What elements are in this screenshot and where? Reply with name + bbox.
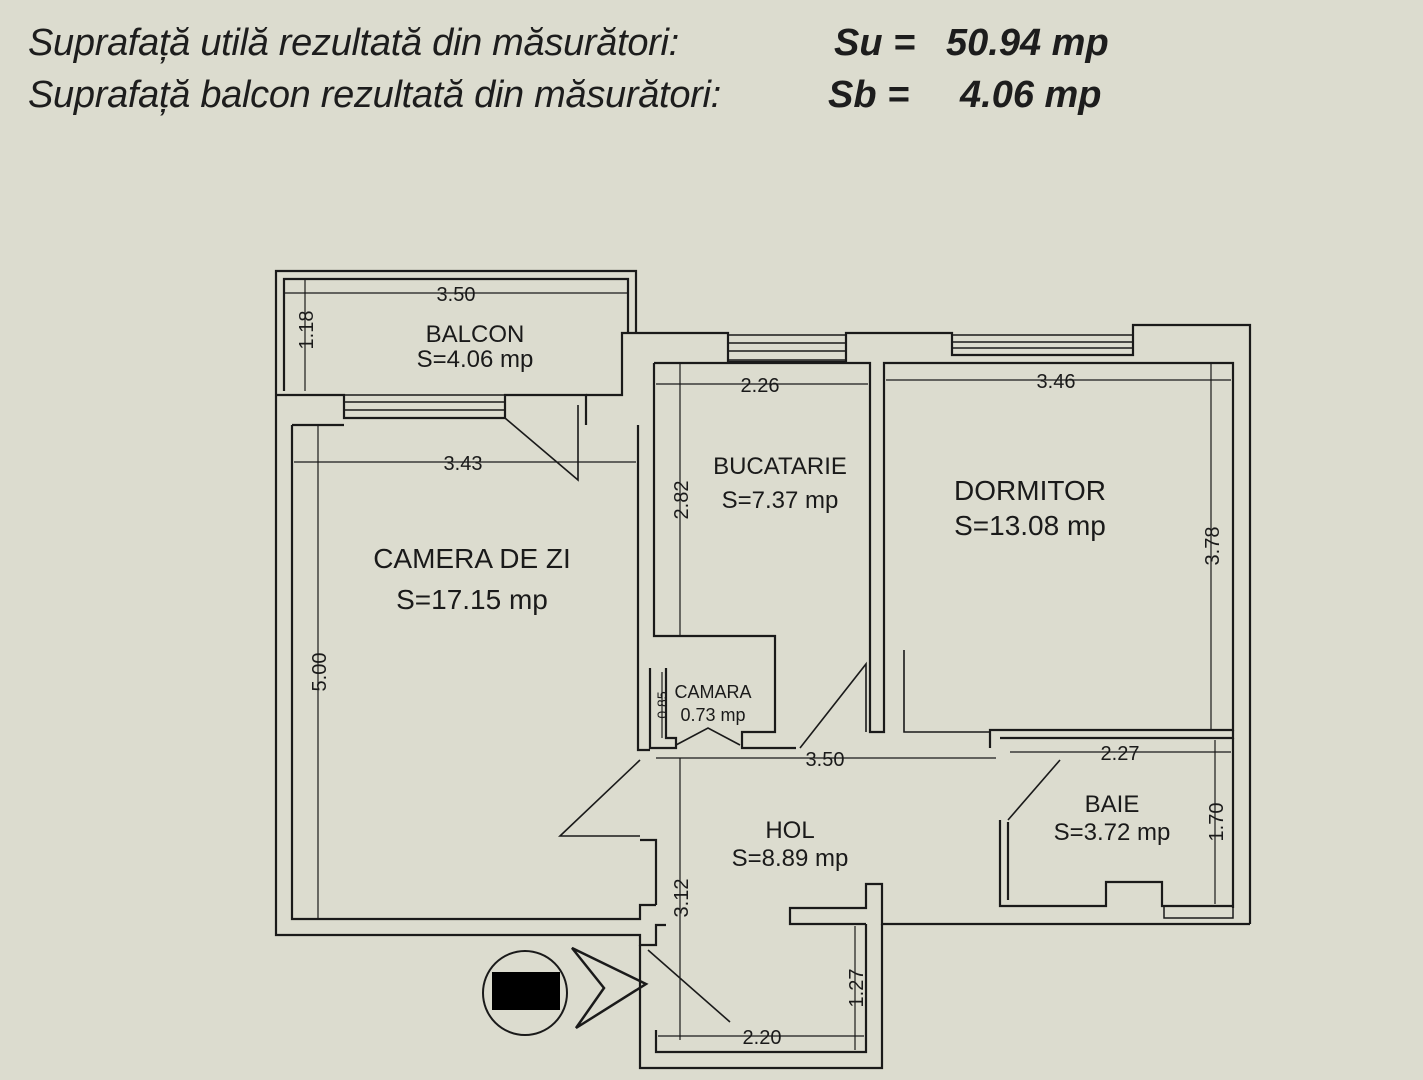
entry-inner-wall: [654, 924, 868, 1054]
bucatarie-name: BUCATARIE: [713, 453, 847, 480]
door-swings: [504, 405, 1061, 1023]
balcony-area-label: Suprafață balcon rezultată din măsurător…: [28, 74, 721, 116]
dim-camera-depth: 5.00: [309, 653, 331, 692]
dimension-labels: 3.50 1.18 3.43 5.00 2.26 2.82 3.46 3.78 …: [296, 284, 1228, 1049]
hol-area: S=8.89 mp: [732, 845, 849, 872]
usable-area-line: Suprafață utilă rezultată din măsurători…: [28, 22, 1109, 65]
north-arrow-symbol: [482, 946, 649, 1036]
windows: [343, 334, 1234, 919]
bath-window: [1163, 905, 1234, 919]
pantry-door: [675, 727, 741, 746]
dim-dormitor-width: 3.46: [1037, 371, 1076, 393]
entry-outer-wall: [638, 924, 884, 1070]
kitchen-left-wall: [652, 363, 796, 750]
dim-dormitor-depth: 3.78: [1202, 527, 1224, 566]
bedroom-window: [951, 334, 1134, 356]
dim-entry-width: 2.20: [743, 1027, 782, 1049]
usable-area-label: Suprafață utilă rezultată din măsurători…: [28, 22, 679, 64]
bottom-wall: [788, 882, 1250, 926]
room-labels: BALCON S=4.06 mp CAMERA DE ZI S=17.15 mp…: [373, 321, 1170, 872]
hol-left-wall: [640, 838, 658, 905]
dim-baie-width: 2.27: [1101, 743, 1140, 765]
balcony-outline-inner: [282, 277, 630, 391]
balcony-outline: [274, 269, 638, 395]
living-door: [557, 759, 641, 837]
dim-hol-depth: 3.12: [671, 879, 693, 918]
dormitor-name: DORMITOR: [954, 475, 1106, 506]
kitchen-door: [799, 661, 867, 749]
living-window: [343, 394, 506, 419]
bath-door: [1007, 759, 1061, 821]
camara-name: CAMARA: [674, 682, 751, 702]
balcon-name: BALCON: [426, 321, 525, 348]
entry-door: [647, 949, 731, 1023]
living-outer-wall: [274, 395, 666, 947]
living-inner-wall: [290, 425, 656, 921]
usable-area-value: 50.94 mp: [946, 22, 1109, 64]
dim-baie-depth: 1.70: [1206, 803, 1228, 842]
usable-area-symbol: Su =: [834, 22, 916, 64]
dim-hol-width: 3.50: [806, 749, 845, 771]
balcony-door: [504, 405, 579, 482]
walls: [274, 269, 1252, 1070]
dim-balcon-depth: 1.18: [296, 311, 318, 350]
kitchen-corner: [586, 331, 636, 397]
camera-area: S=17.15 mp: [396, 584, 548, 615]
dim-bucatarie-width: 2.26: [741, 375, 780, 397]
balcony-area-symbol: Sb =: [828, 74, 910, 116]
living-right-wall: [636, 425, 650, 752]
camera-name: CAMERA DE ZI: [373, 543, 571, 574]
baie-name: BAIE: [1085, 791, 1140, 818]
camara-area: 0.73 mp: [680, 705, 745, 725]
dim-entry-depth: 1.27: [846, 969, 868, 1008]
bucatarie-area: S=7.37 mp: [722, 487, 839, 514]
interior-walls: [654, 361, 1235, 748]
dim-balcon-width: 3.50: [437, 284, 476, 306]
dim-bucatarie-depth: 2.82: [671, 481, 693, 520]
dim-camara-depth: 0.85: [654, 691, 670, 718]
baie-area: S=3.72 mp: [1054, 819, 1171, 846]
plan-header: Suprafață utilă rezultată din măsurători…: [0, 0, 1423, 130]
redacted-block: [492, 972, 560, 1010]
balcony-area-value: 4.06 mp: [960, 74, 1102, 116]
balcon-area: S=4.06 mp: [417, 346, 534, 373]
dimension-lines: [284, 279, 1231, 1050]
baie-top-wall: [1000, 730, 1235, 740]
bedroom-door: [903, 650, 990, 733]
pantry-wall: [648, 668, 678, 750]
kitchen-window: [727, 334, 847, 361]
hol-name: HOL: [765, 817, 814, 844]
dim-camera-width: 3.43: [444, 453, 483, 475]
dormitor-area: S=13.08 mp: [954, 510, 1106, 541]
balcony-area-line: Suprafață balcon rezultată din măsurător…: [28, 74, 1102, 117]
baie-bottom-wall: [998, 820, 1233, 908]
